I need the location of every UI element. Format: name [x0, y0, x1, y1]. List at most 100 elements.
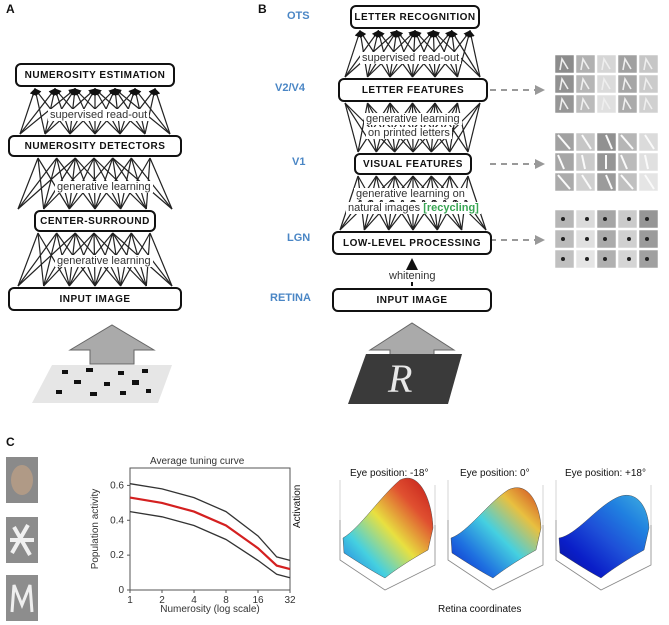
filter-stripe	[620, 174, 634, 190]
filter-dot	[645, 237, 649, 241]
detector-connection	[37, 157, 70, 210]
letter-feature-connection	[344, 102, 359, 153]
detector-connection	[17, 157, 58, 210]
filter-letter-shape	[643, 76, 653, 91]
activation-surface	[558, 495, 650, 579]
error-bound-curve	[129, 483, 291, 562]
filter-dot	[603, 257, 607, 261]
activation-axis-label: Activation	[292, 484, 303, 528]
filter-letter-shape	[601, 76, 611, 91]
eye-position-pos: Eye position: +18°	[565, 468, 646, 479]
filter-letter-shape	[643, 56, 653, 71]
activation-surface	[450, 487, 542, 579]
y-tick-label: 0	[118, 585, 124, 596]
error-bound-curve	[129, 510, 291, 579]
generative-learning-label-a2: generative learning	[55, 255, 153, 267]
letter-features-box: LETTER FEATURES	[338, 78, 488, 102]
filter-stripe	[581, 154, 586, 170]
filter-stripe	[557, 174, 571, 190]
readout-connection	[19, 88, 76, 135]
filter-dot	[585, 237, 589, 241]
filter-dot	[561, 257, 565, 261]
filter-letter-shape	[643, 96, 653, 111]
y-axis-label: Population activity	[90, 489, 101, 570]
letter-readout-connection	[467, 29, 481, 78]
filter-dot	[585, 217, 589, 221]
panel-label-c: C	[6, 435, 15, 449]
center-surround-connection	[17, 232, 39, 287]
filter-letter-shape	[622, 76, 632, 91]
surface-gridline	[447, 480, 544, 525]
x-tick-label: 1	[127, 595, 133, 606]
panel-label-a: A	[6, 2, 15, 16]
filter-dot	[627, 237, 631, 241]
filter-dot	[603, 217, 607, 221]
filter-letter-shape	[622, 56, 632, 71]
letter-readout-connection	[451, 29, 481, 78]
letter-feature-connection	[430, 102, 481, 153]
x-tick-label: 4	[191, 595, 197, 606]
gen-natural-text: natural images	[348, 202, 421, 214]
visual-features-label: VISUAL FEATURES	[363, 158, 463, 170]
filter-stripe	[620, 154, 628, 170]
filter-letter-shape	[580, 56, 590, 71]
panel-label-b: B	[258, 2, 267, 16]
y-tick-label: 0.2	[110, 550, 124, 561]
area-v1: V1	[292, 156, 306, 168]
surface-gridline	[555, 480, 652, 525]
input-image-box-a: INPUT IMAGE	[8, 287, 182, 311]
filter-dot	[561, 217, 565, 221]
filter-letter-shape	[559, 56, 569, 71]
readout-connection	[32, 87, 46, 135]
filter-stripe	[581, 174, 592, 190]
letter-image	[348, 354, 462, 404]
letter-recognition-label: LETTER RECOGNITION	[354, 11, 476, 23]
detector-connection	[37, 157, 45, 210]
dot-image	[32, 365, 172, 403]
area-retina: RETINA	[270, 292, 311, 304]
center-surround-label: CENTER-SURROUND	[40, 215, 150, 227]
filter-stripe	[644, 154, 649, 170]
gen-printed-line1: generative learning	[364, 113, 462, 125]
letter-feature-connection	[449, 102, 459, 153]
area-v2v4: V2/V4	[275, 82, 305, 94]
retina-coordinates-label: Retina coordinates	[438, 604, 522, 615]
detector-connection	[149, 157, 173, 210]
filter-stripe	[557, 154, 565, 170]
low-level-processing-box: LOW-LEVEL PROCESSING	[332, 231, 492, 255]
input-image-box-b: INPUT IMAGE	[332, 288, 492, 312]
letter-glyph: R	[388, 356, 413, 401]
filter-stripe	[605, 134, 613, 150]
y-tick-label: 0.4	[110, 515, 124, 526]
chart-frame	[129, 467, 291, 591]
filter-patch	[638, 152, 659, 172]
detector-connection	[17, 157, 39, 210]
filter-letter-shape	[601, 56, 611, 71]
filter-dot	[645, 257, 649, 261]
filter-stripe	[557, 134, 571, 150]
filter-letter-shape	[559, 96, 569, 111]
filter-stripe	[644, 134, 655, 150]
readout-connection	[153, 87, 171, 135]
letter-feature-connection	[467, 102, 481, 153]
center-surround-connection	[149, 232, 173, 287]
center-surround-connection	[37, 232, 45, 287]
filter-letter-shape	[559, 76, 569, 91]
filter-dot	[585, 257, 589, 261]
letter-features-label: LETTER FEATURES	[361, 84, 465, 96]
letter-recognition-box: LETTER RECOGNITION	[350, 5, 480, 29]
tuning-title: Average tuning curve	[150, 456, 245, 467]
gen-printed-line2: on printed letters	[366, 127, 452, 139]
mean-curve	[129, 496, 291, 571]
visual-features-box: VISUAL FEATURES	[354, 153, 472, 175]
filter-dot	[561, 237, 565, 241]
activation-surface	[342, 477, 434, 579]
numerosity-detectors-label: NUMEROSITY DETECTORS	[24, 140, 166, 152]
recycling-tag: [recycling]	[423, 202, 479, 214]
readout-connection	[19, 88, 56, 135]
eye-position-neg: Eye position: -18°	[350, 468, 429, 479]
detector-connection	[17, 157, 76, 210]
surface-axes	[555, 520, 652, 591]
input-image-label-a: INPUT IMAGE	[59, 293, 131, 305]
